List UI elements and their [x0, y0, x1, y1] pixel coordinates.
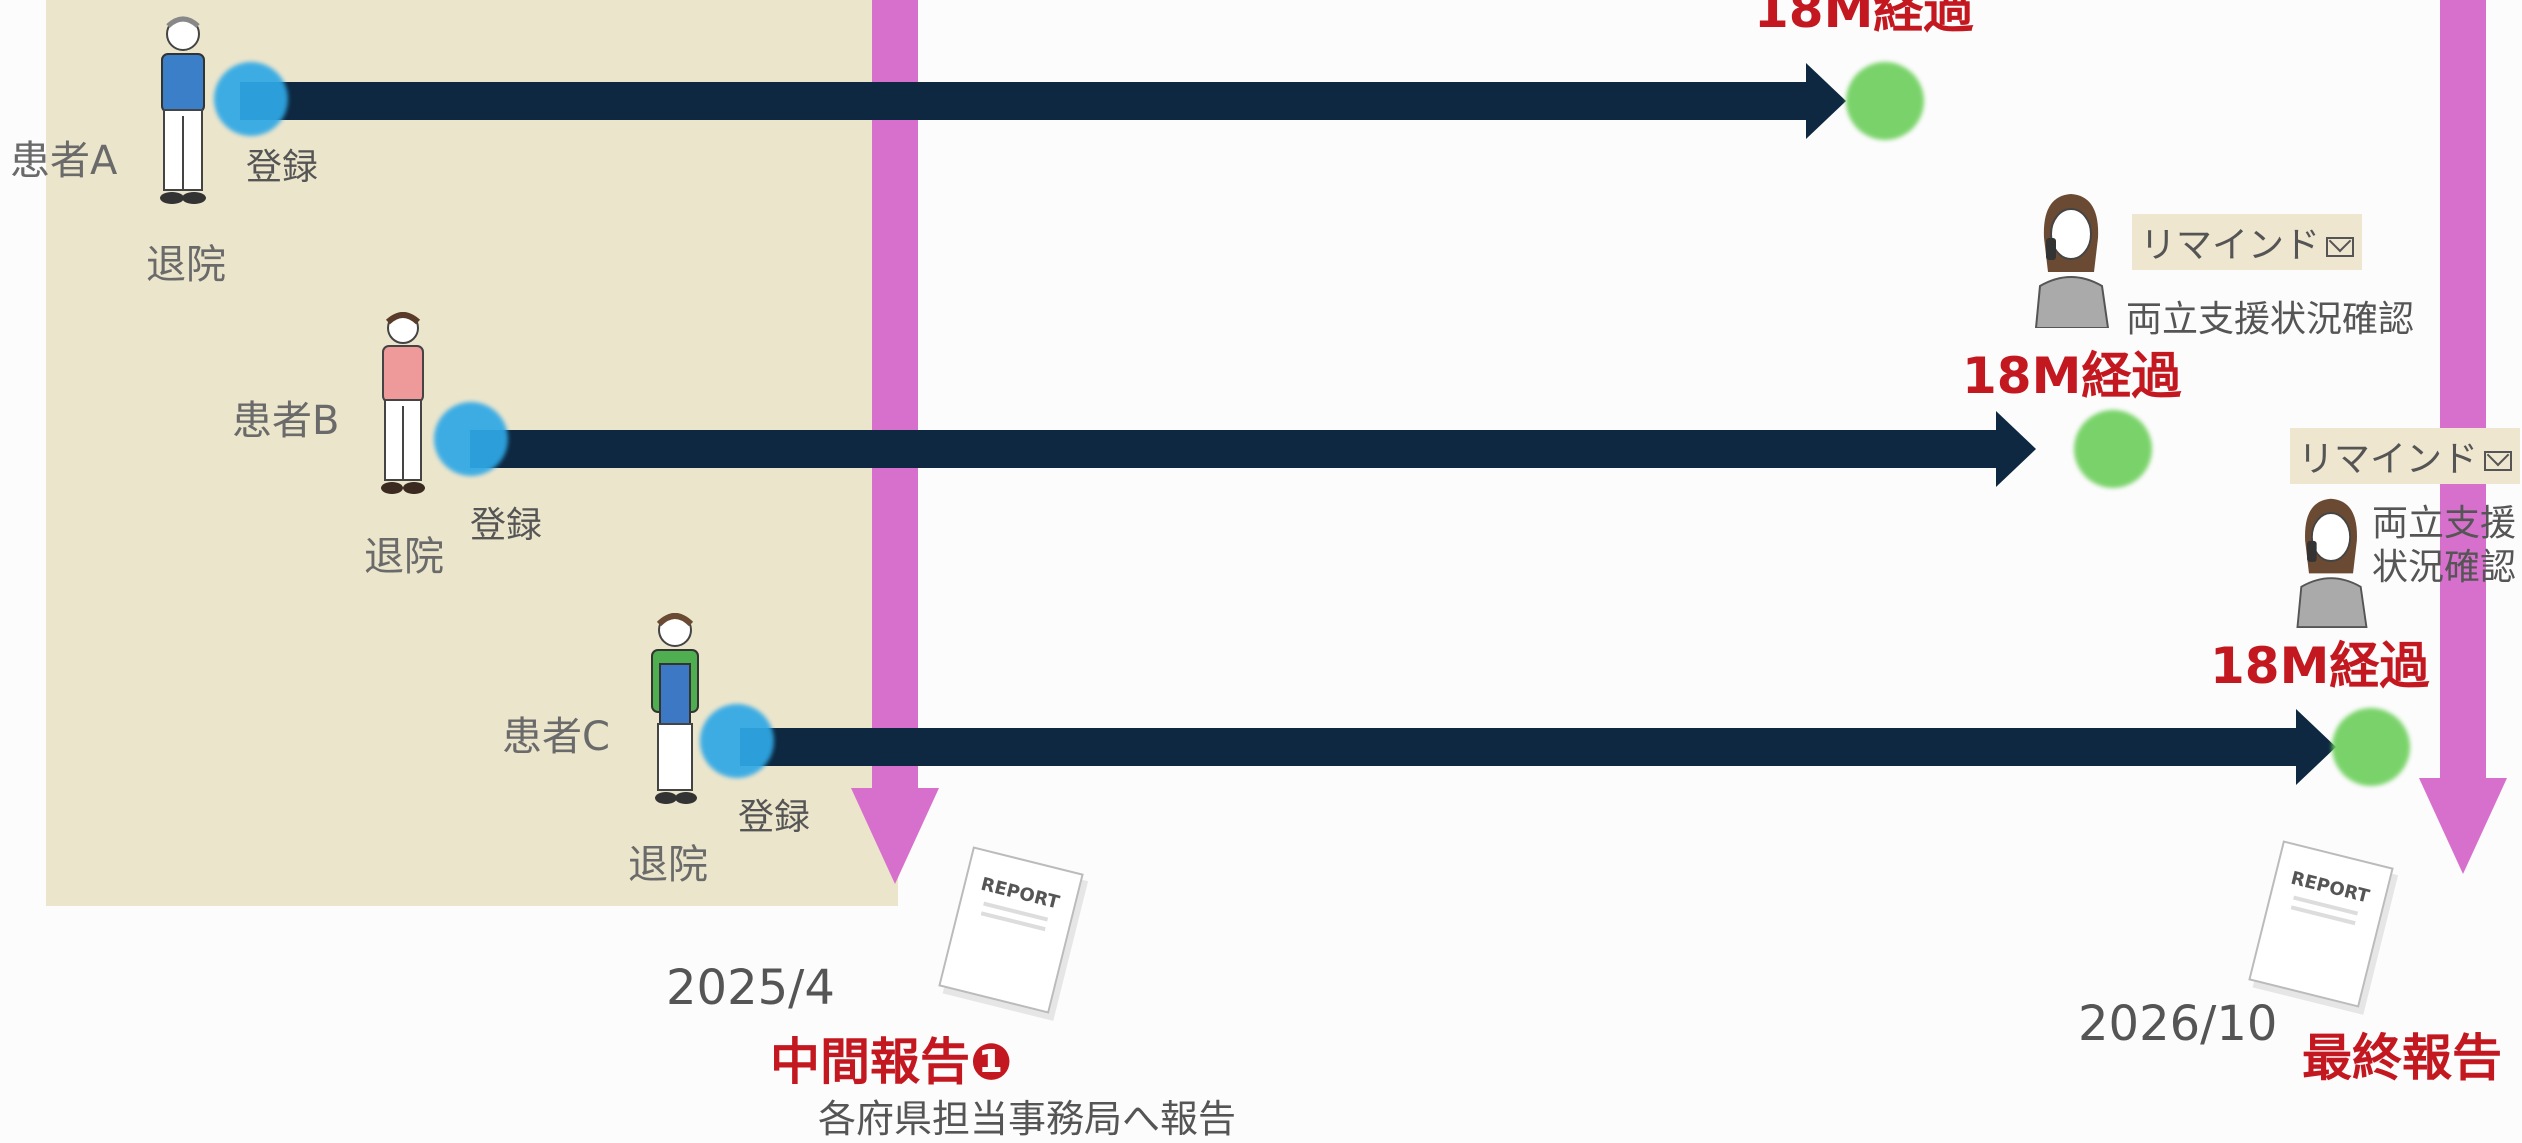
patient-b-register-label: 登録: [470, 505, 543, 546]
patient-a-track-arrowhead: [1806, 63, 1846, 139]
interim-deadline-arrowhead: [851, 788, 939, 884]
patient-a-milestone-dot: [1846, 62, 1924, 140]
patient-b-figure: [370, 308, 436, 500]
report-icon: REPORT: [938, 846, 1084, 1014]
interim-deadline-line: [872, 0, 918, 790]
final-deadline-line: [2440, 0, 2486, 780]
patient-c-name: 患者C: [502, 714, 610, 760]
reminder-2-badge: リマインド: [2290, 428, 2521, 484]
interim-report-title: 中間報告❶: [770, 1033, 1013, 1091]
patient-c-figure: [642, 608, 708, 812]
reminder-2-note-line1: 両立支援: [2372, 503, 2517, 544]
patient-c-discharge-label: 退院: [628, 842, 708, 888]
final-report-title: 最終報告: [2302, 1029, 2502, 1087]
final-date: 2026/10: [2078, 996, 2278, 1052]
interim-report-note: 各府県担当事務局へ報告: [818, 1097, 1237, 1141]
reminder-2-note-line2: 状況確認: [2372, 547, 2517, 588]
reminder-1-note: 両立支援状況確認: [2126, 299, 2415, 340]
patient-b-discharge-label: 退院: [364, 534, 444, 580]
patient-b-track-arrowhead: [1996, 411, 2036, 487]
patient-a-name: 患者A: [10, 138, 118, 184]
patient-a-discharge-label: 退院: [146, 242, 226, 288]
reminder-1-label: リマインド: [2140, 225, 2321, 266]
mail-icon: [2326, 237, 2355, 257]
reminder-2-label: リマインド: [2298, 439, 2479, 480]
patient-a-register-label: 登録: [246, 147, 319, 188]
patient-c-milestone-label: 18M経過: [2210, 637, 2430, 695]
reminder-1-badge: リマインド: [2132, 214, 2363, 270]
patient-c-register-label: 登録: [738, 797, 811, 838]
patient-b-name: 患者B: [232, 398, 340, 444]
patient-b-milestone-label: 18M経過: [1962, 347, 2182, 405]
mail-icon: [2484, 451, 2513, 471]
patient-a-figure: [150, 12, 216, 212]
staff-phone-figure-2: [2286, 490, 2376, 634]
final-deadline-arrowhead: [2419, 778, 2507, 874]
patient-b-track: [470, 430, 2000, 468]
report-icon: REPORT: [2248, 840, 2394, 1008]
patient-a-register-dot: [214, 62, 288, 136]
patient-b-milestone-dot: [2074, 410, 2152, 488]
patient-a-milestone-label: 18M経過: [1754, 0, 1974, 39]
patient-c-milestone-dot: [2332, 708, 2410, 786]
patient-a-track: [240, 82, 1810, 120]
patient-b-register-dot: [434, 402, 508, 476]
interim-date: 2025/4: [666, 960, 835, 1016]
patient-c-register-dot: [700, 704, 774, 778]
patient-c-track-arrowhead: [2296, 709, 2336, 785]
patient-c-track: [740, 728, 2300, 766]
staff-phone-figure-1: [2024, 188, 2118, 332]
